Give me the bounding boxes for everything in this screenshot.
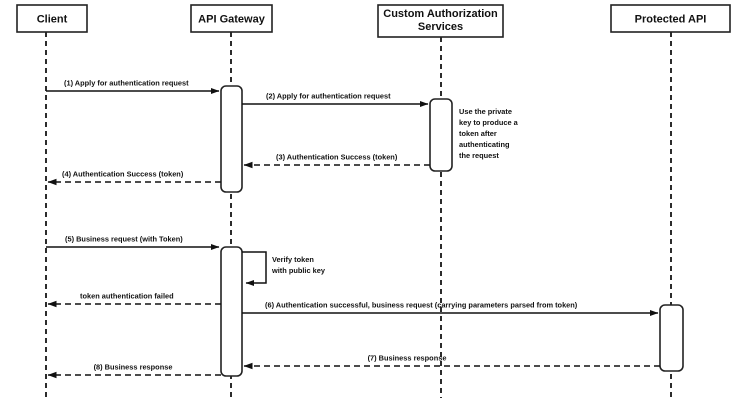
message-4[interactable]: (4) Authentication Success (token) [47, 170, 221, 186]
participant-label-api-gateway: API Gateway [198, 13, 266, 25]
participant-box-client[interactable] [16, 4, 88, 33]
message-token-authentication-failed-label: token authentication failed [80, 292, 174, 301]
note-private-key-line-4: authenticating [459, 140, 510, 149]
message-self-verify-token-label-line2: with public key [271, 266, 326, 275]
message-5-label: (5) Business request (with Token) [65, 235, 183, 244]
message-3[interactable]: (3) Authentication Success (token) [243, 153, 430, 169]
participant-box-api-gateway[interactable] [190, 4, 273, 33]
activation-bars [220, 85, 684, 377]
message-token-authentication-failed[interactable]: token authentication failed [47, 292, 221, 308]
lifelines [45, 32, 672, 398]
note-private-key-line-1: Use the private [459, 107, 512, 116]
message-self-verify-token[interactable]: Verify token with public key [242, 251, 326, 287]
participant-api-gateway[interactable]: API Gateway [190, 4, 273, 33]
message-2[interactable]: (2) Apply for authentication request [242, 92, 429, 107]
message-7[interactable]: (7) Business response [243, 354, 660, 370]
message-self-verify-token-label-line1: Verify token [272, 255, 314, 264]
participant-label-client: Client [37, 13, 68, 25]
message-7-label: (7) Business response [368, 354, 447, 363]
participant-label-custom-auth-line2: Services [418, 21, 463, 33]
message-4-label: (4) Authentication Success (token) [62, 170, 184, 179]
note-private-key-line-2: key to produce a [459, 118, 519, 127]
message-8[interactable]: (8) Business response [47, 363, 221, 379]
message-6[interactable]: (6) Authentication successful, business … [242, 301, 659, 316]
activation-api-gateway-auth[interactable] [220, 85, 243, 193]
participant-client[interactable]: Client [16, 4, 88, 33]
message-8-label: (8) Business response [94, 363, 173, 372]
participant-custom-auth[interactable]: Custom Authorization Services [377, 4, 504, 38]
message-3-label: (3) Authentication Success (token) [276, 153, 398, 162]
message-6-label: (6) Authentication successful, business … [265, 301, 578, 310]
message-self-verify-token-arrow [242, 251, 267, 287]
activation-custom-auth[interactable] [429, 98, 453, 172]
note-private-key: Use the private key to produce a token a… [459, 107, 519, 160]
participant-label-protected-api: Protected API [635, 13, 707, 25]
message-1[interactable]: (1) Apply for authentication request [46, 79, 220, 94]
participant-protected-api[interactable]: Protected API [610, 4, 731, 33]
message-1-label: (1) Apply for authentication request [64, 79, 189, 88]
participant-box-protected-api[interactable] [610, 4, 731, 33]
note-private-key-line-3: token after [459, 129, 497, 138]
participant-box-custom-auth[interactable] [377, 4, 504, 38]
activation-protected-api[interactable] [659, 304, 684, 372]
message-2-label: (2) Apply for authentication request [266, 92, 391, 101]
message-5[interactable]: (5) Business request (with Token) [46, 235, 220, 250]
note-private-key-line-5: the request [459, 151, 499, 160]
activation-api-gateway-business[interactable] [220, 246, 243, 377]
participant-label-custom-auth-line1: Custom Authorization [383, 8, 498, 20]
